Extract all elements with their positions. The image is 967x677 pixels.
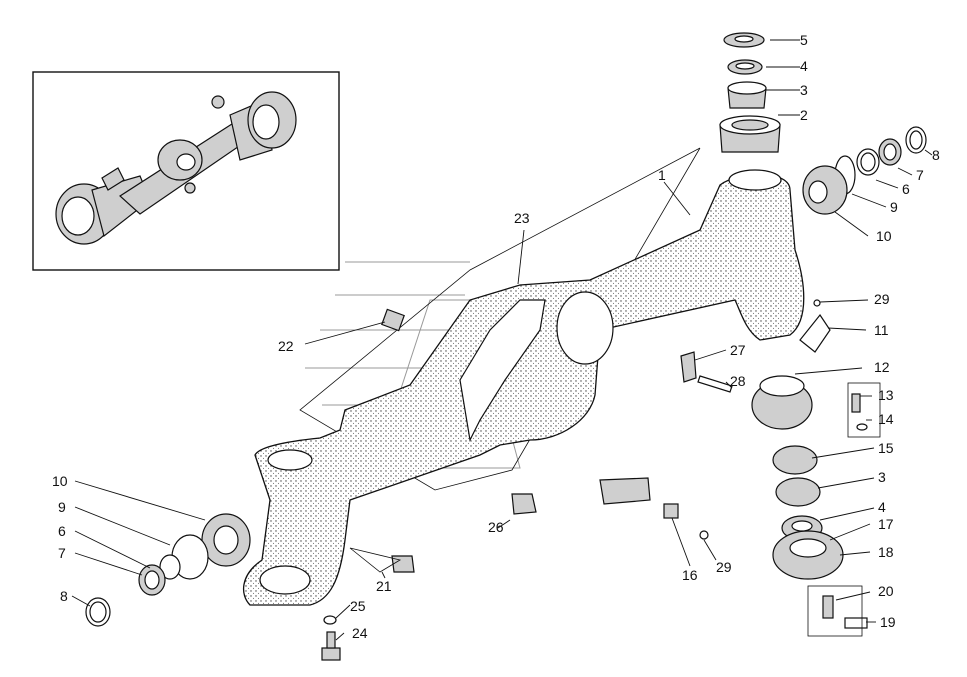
callout-19: 19 (880, 614, 896, 630)
callout-24: 24 (352, 625, 368, 641)
callout-10: 10 (876, 228, 892, 244)
callout-7-left: 7 (58, 545, 66, 561)
axle-housing (242, 169, 831, 606)
seal-stack-right (802, 126, 927, 215)
seal-stack-left (85, 513, 251, 627)
callout-13: 13 (878, 387, 894, 403)
callout-10-left: 10 (52, 473, 68, 489)
callout-9: 9 (890, 199, 898, 215)
callout-8-left: 8 (60, 588, 68, 604)
callout-16: 16 (682, 567, 698, 583)
callout-2: 2 (800, 107, 808, 123)
callout-29-lower: 29 (716, 559, 732, 575)
callout-14: 14 (878, 411, 894, 427)
callout-21: 21 (376, 578, 392, 594)
callout-17: 17 (878, 516, 894, 532)
callout-4: 4 (800, 58, 808, 74)
callout-7: 7 (916, 167, 924, 183)
callout-26: 26 (488, 519, 504, 535)
hub-stack-lower-right (680, 299, 881, 637)
leader-lines (71, 39, 933, 641)
callout-12: 12 (874, 359, 890, 375)
assembled-axle (55, 91, 297, 245)
inset-assembly-view (32, 71, 340, 271)
callout-25: 25 (350, 598, 366, 614)
callout-3: 3 (800, 82, 808, 98)
callout-9-left: 9 (58, 499, 66, 515)
callout-4-lower: 4 (878, 499, 886, 515)
callout-labels: 1 2 3 4 5 6 7 8 9 10 29 11 12 13 14 15 3… (52, 32, 940, 641)
callout-11: 11 (874, 322, 889, 338)
callout-6-left: 6 (58, 523, 66, 539)
fasteners-center (321, 308, 709, 661)
callout-5: 5 (800, 32, 808, 48)
callout-1: 1 (658, 167, 666, 183)
callout-23: 23 (514, 210, 530, 226)
callout-22: 22 (278, 338, 294, 354)
callout-15: 15 (878, 440, 894, 456)
callout-6: 6 (902, 181, 910, 197)
callout-8: 8 (932, 147, 940, 163)
callout-3-lower: 3 (878, 469, 886, 485)
callout-28: 28 (730, 373, 746, 389)
callout-18: 18 (878, 544, 894, 560)
hub-stack-top (719, 32, 781, 153)
callout-29: 29 (874, 291, 890, 307)
callout-27: 27 (730, 342, 746, 358)
callout-20: 20 (878, 583, 894, 599)
